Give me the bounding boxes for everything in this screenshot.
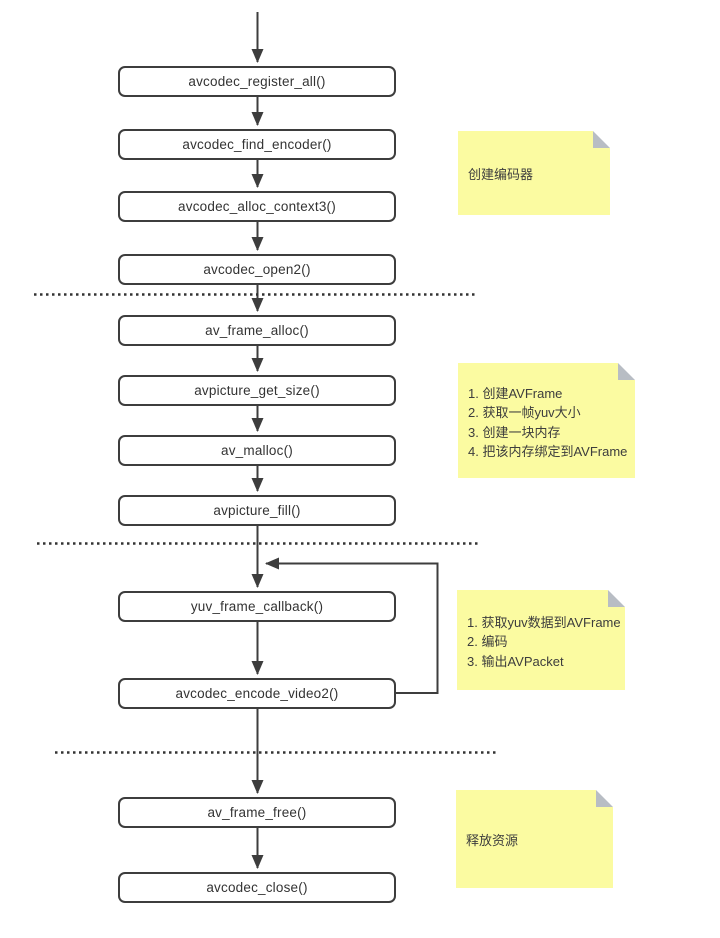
node-avcodec-register-all: avcodec_register_all() [118,66,396,97]
node-avcodec-alloc-context3: avcodec_alloc_context3() [118,191,396,222]
node-label: av_frame_free() [207,805,307,820]
node-label: av_frame_alloc() [205,323,309,338]
node-label: avpicture_get_size() [194,383,320,398]
node-avcodec-encode-video2: avcodec_encode_video2() [118,678,396,709]
note-line: 释放资源 [466,833,519,849]
node-label: avcodec_close() [206,880,308,895]
node-label: avcodec_register_all() [188,74,326,89]
note-line: 3. 创建一块内存 [468,424,561,440]
note-line: 3. 输出AVPacket [467,653,564,669]
note-line: 2. 编码 [467,634,508,650]
node-avpicture-fill: avpicture_fill() [118,495,396,526]
node-label: av_malloc() [221,443,293,458]
node-avcodec-find-encoder: avcodec_find_encoder() [118,129,396,160]
note-fold-icon [596,790,613,807]
node-label: avcodec_open2() [203,262,311,277]
note-line: 4. 把该内存绑定到AVFrame [468,444,628,459]
note-fold-icon [593,131,610,148]
arrow-encode-loop [265,557,439,694]
note-fold-icon [608,590,625,607]
node-label: avcodec_alloc_context3() [178,199,336,214]
note-line: 创建编码器 [468,167,534,183]
note-create-encoder: 创建编码器 [458,131,610,215]
note-line: 1. 创建AVFrame [468,385,563,401]
node-av-frame-alloc: av_frame_alloc() [118,315,396,346]
node-avcodec-close: avcodec_close() [118,872,396,903]
note-line: 1. 获取yuv数据到AVFrame [467,614,621,630]
node-label: avcodec_encode_video2() [175,686,339,701]
node-av-malloc: av_malloc() [118,435,396,466]
node-avpicture-get-size: avpicture_get_size() [118,375,396,406]
note-release-resources: 释放资源 [456,790,613,888]
note-frame-setup: 1. 创建AVFrame 2. 获取一帧yuv大小 3. 创建一块内存 4. 把… [458,363,635,478]
node-av-frame-free: av_frame_free() [118,797,396,828]
node-yuv-frame-callback: yuv_frame_callback() [118,591,396,622]
note-encode-loop: 1. 获取yuv数据到AVFrame 2. 编码 3. 输出AVPacket [457,590,625,690]
node-label: yuv_frame_callback() [190,599,324,614]
note-line: 2. 获取一帧yuv大小 [468,405,581,420]
node-label: avpicture_fill() [213,503,301,518]
node-avcodec-open2: avcodec_open2() [118,254,396,285]
node-label: avcodec_find_encoder() [182,137,332,152]
note-fold-icon [618,363,635,380]
